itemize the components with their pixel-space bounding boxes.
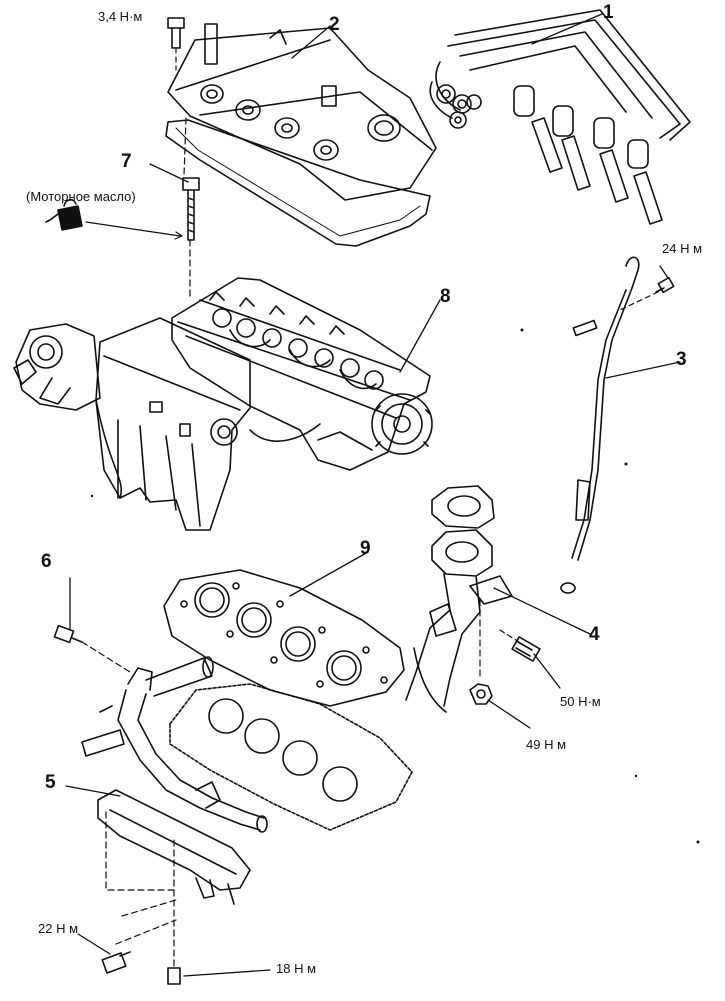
callout-7: 7 bbox=[121, 151, 132, 172]
cylinder-head bbox=[171, 277, 433, 471]
bracket bbox=[97, 789, 251, 905]
bolt-6 bbox=[53, 624, 83, 644]
callout-9: 9 bbox=[360, 538, 371, 559]
callout-2: 2 bbox=[329, 14, 340, 35]
callout-5: 5 bbox=[45, 772, 56, 793]
scan-specks bbox=[90, 328, 700, 844]
bracket-bolt-18 bbox=[167, 967, 181, 985]
dipstick bbox=[560, 256, 640, 594]
ignition-wires bbox=[429, 9, 691, 225]
callout-6: 6 bbox=[41, 551, 52, 572]
oil-can-icon bbox=[45, 198, 83, 231]
torque-pipe-nut: 49 Н м bbox=[526, 737, 567, 752]
callout-4: 4 bbox=[589, 624, 600, 645]
torque-pipe-bolt: 50 Н·м bbox=[560, 694, 601, 709]
callout-8: 8 bbox=[440, 286, 451, 307]
oil-note: (Моторное масло) bbox=[26, 189, 136, 204]
torque-cover-bolt: 3,4 Н·м bbox=[98, 9, 143, 24]
engine-block-deck bbox=[169, 683, 413, 831]
oil-pump-pipe bbox=[405, 485, 513, 713]
dipstick-bolt bbox=[655, 276, 675, 294]
callout-1: 1 bbox=[603, 2, 614, 23]
bolt-7 bbox=[182, 177, 200, 241]
intake-manifold bbox=[13, 317, 373, 531]
head-gasket bbox=[163, 569, 405, 707]
valve-cover-gasket bbox=[165, 119, 431, 247]
leader-lines bbox=[65, 13, 681, 977]
bracket-bolt-22 bbox=[101, 951, 131, 974]
callout-3: 3 bbox=[676, 349, 687, 370]
pipe-nut-49 bbox=[469, 683, 493, 705]
torque-bracket-bolt-a: 22 Н м bbox=[38, 921, 79, 936]
torque-bracket-bolt-b: 18 Н м bbox=[276, 961, 317, 976]
pipe-bolt-50 bbox=[511, 636, 541, 662]
cover-bolt bbox=[167, 17, 185, 49]
oil-arrow bbox=[85, 221, 181, 237]
torque-dipstick-bolt: 24 Н м bbox=[662, 241, 703, 256]
water-pipe bbox=[81, 656, 268, 833]
